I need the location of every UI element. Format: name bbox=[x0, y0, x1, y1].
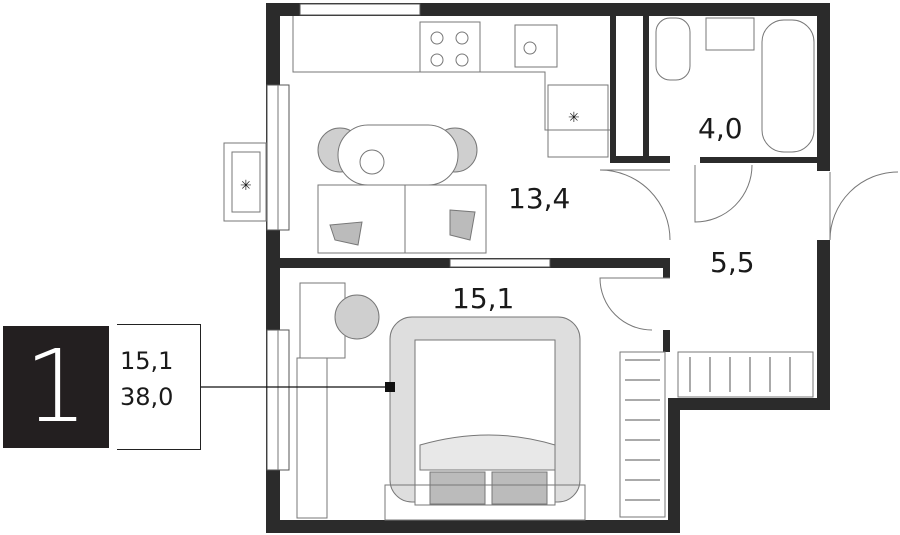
area-legend: 15,1 38,0 bbox=[117, 324, 201, 450]
svg-text:✳: ✳ bbox=[240, 178, 252, 194]
total-area: 38,0 bbox=[120, 383, 174, 411]
room-area-kitchen: 13,4 bbox=[508, 182, 570, 215]
rooms-count-badge: 1 bbox=[3, 326, 109, 448]
living-area: 15,1 bbox=[120, 347, 174, 375]
room-area-bedroom: 15,1 bbox=[452, 282, 514, 315]
room-area-bathroom: 4,0 bbox=[698, 112, 743, 145]
room-area-hall: 5,5 bbox=[710, 246, 755, 279]
svg-text:✳: ✳ bbox=[568, 110, 580, 126]
